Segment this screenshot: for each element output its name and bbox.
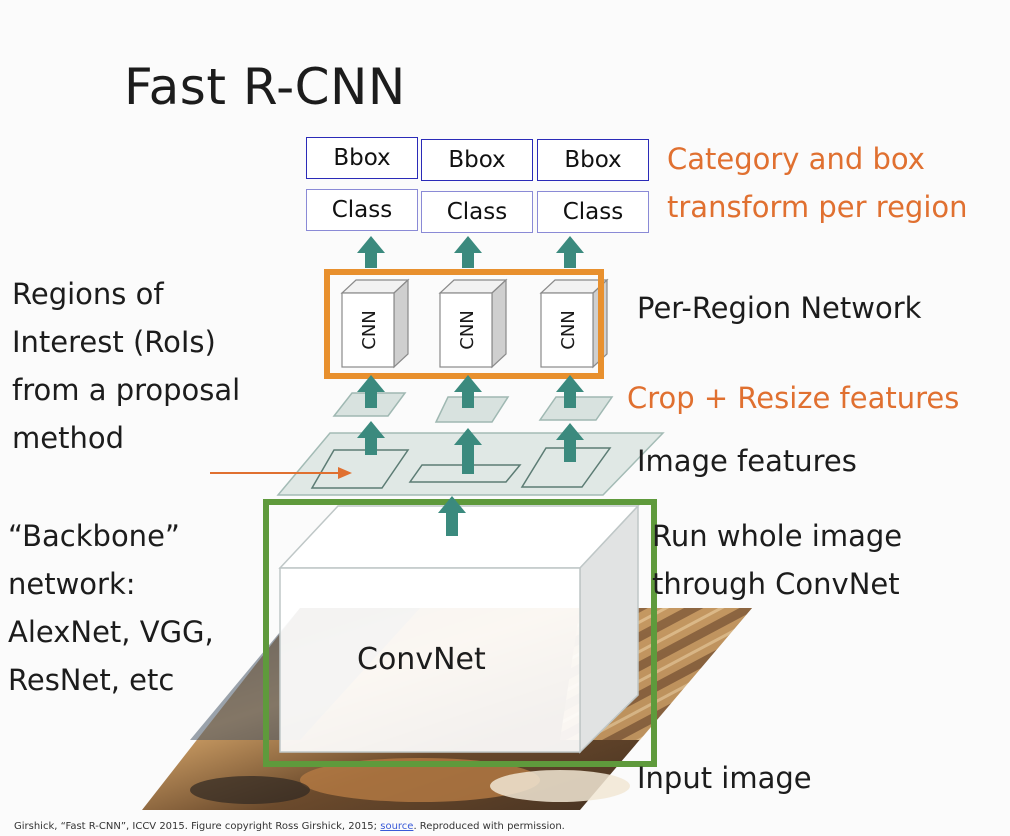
citation-text: Girshick, “Fast R-CNN”, ICCV 2015. Figur… <box>14 821 381 832</box>
citation: Girshick, “Fast R-CNN”, ICCV 2015. Figur… <box>14 821 565 832</box>
bbox-box-1: Bbox <box>306 137 418 179</box>
backbone-label-line-3: AlexNet, VGG, <box>8 615 214 649</box>
arrow-up <box>454 236 482 268</box>
convnet-box <box>278 504 640 754</box>
per-region-frame <box>324 269 604 379</box>
cropped-feature-patches <box>332 392 614 423</box>
class-box-1: Class <box>306 189 418 231</box>
roi-pointer-arrow <box>210 467 352 479</box>
cnn-cube-1: CNN <box>340 278 410 369</box>
class-box-2: Class <box>421 191 533 233</box>
backbone-frame <box>263 499 657 767</box>
arrow-up <box>357 236 385 268</box>
arrow-up <box>357 375 385 408</box>
arrow-up <box>556 236 584 268</box>
cnn-cube-3: CNN <box>539 278 609 369</box>
backbone-label-line-1: “Backbone” <box>8 519 180 553</box>
arrow-up <box>438 496 466 536</box>
rois-label-line-4: method <box>12 421 124 455</box>
rois-label-line-2: Interest (RoIs) <box>12 325 216 359</box>
backbone-label-line-4: ResNet, etc <box>8 663 175 697</box>
bbox-box-3: Bbox <box>537 139 649 181</box>
arrow-up <box>556 375 584 408</box>
arrow-up <box>357 421 385 455</box>
rois-label-line-1: Regions of <box>12 277 164 311</box>
arrow-up <box>454 375 482 408</box>
citation-source-link[interactable]: source <box>380 821 414 832</box>
flow-arrows <box>357 236 584 536</box>
rois-label-line-3: from a proposal <box>12 373 241 407</box>
slide-title: Fast R-CNN <box>124 58 406 116</box>
backbone-label-line-2: network: <box>8 567 136 601</box>
input-image-label: Input image <box>637 761 812 795</box>
class-box-3: Class <box>537 191 649 233</box>
per-region-cnn-cubes: CNN CNN CNN <box>340 278 609 369</box>
bbox-box-2: Bbox <box>421 139 533 181</box>
crop-resize-label: Crop + Resize features <box>627 381 960 415</box>
arrow-up <box>454 428 482 474</box>
cnn-cube-2: CNN <box>438 278 508 369</box>
per-region-network-label: Per-Region Network <box>637 291 922 325</box>
run-whole-label-line-2: through ConvNet <box>652 567 900 601</box>
arrow-up <box>556 423 584 462</box>
category-label-line-1: Category and box <box>667 142 925 176</box>
image-features-label: Image features <box>637 444 857 478</box>
citation-suffix: . Reproduced with permission. <box>413 821 565 832</box>
convnet-label: ConvNet <box>357 642 486 677</box>
cnn-label-3: CNN <box>558 310 579 350</box>
cnn-label-1: CNN <box>359 310 380 350</box>
run-whole-label-line-1: Run whole image <box>652 519 903 553</box>
category-label-line-2: transform per region <box>667 190 968 224</box>
cnn-label-2: CNN <box>457 310 478 350</box>
